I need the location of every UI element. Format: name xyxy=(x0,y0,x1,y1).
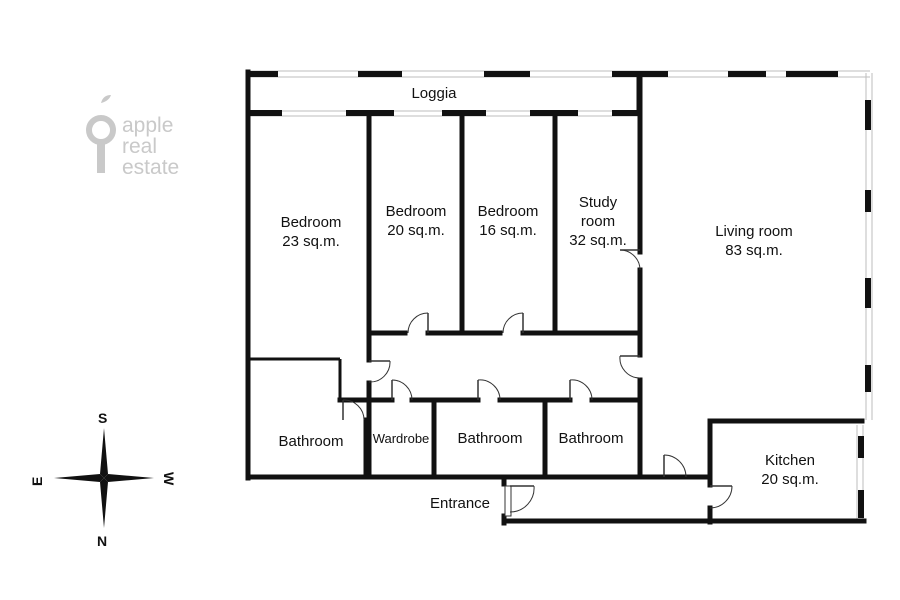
room-wardrobe-label: Wardrobe xyxy=(373,431,430,446)
room-kitchen-label: Kitchen xyxy=(765,452,815,469)
door-bedroom1 xyxy=(368,360,391,383)
door-bedroom3 xyxy=(502,312,524,334)
walls xyxy=(245,69,871,526)
room-bedroom2-label: Bedroom xyxy=(386,203,447,220)
room-study-label-1: Study xyxy=(579,194,618,211)
room-bedroom3-area: 16 sq.m. xyxy=(479,222,537,239)
logo-text-real: real xyxy=(122,135,157,158)
compass-north-label: N xyxy=(97,533,107,549)
door-bedroom2 xyxy=(407,312,429,334)
room-bathroom2-label: Bathroom xyxy=(457,430,522,447)
compass-east-label: E xyxy=(29,477,45,486)
room-bedroom1-label: Bedroom xyxy=(281,214,342,231)
compass-rose-icon: S N E W xyxy=(29,410,177,549)
compass-west-label: W xyxy=(161,472,177,486)
key-pin-icon xyxy=(86,95,116,173)
door-front-entrance xyxy=(504,485,535,517)
room-bedroom3-label: Bedroom xyxy=(478,203,539,220)
room-bedroom2-area: 20 sq.m. xyxy=(387,222,445,239)
company-logo: apple real estate xyxy=(86,95,179,179)
logo-text-apple: apple xyxy=(122,114,173,137)
door-study xyxy=(619,249,641,271)
room-loggia-label: Loggia xyxy=(411,85,457,102)
room-living-label: Living room xyxy=(715,223,793,240)
room-bathroom1-label: Bathroom xyxy=(278,433,343,450)
door-living-corridor xyxy=(619,355,641,379)
door-wardrobe xyxy=(391,379,413,401)
room-living-area: 83 sq.m. xyxy=(725,242,783,259)
room-kitchen-area: 20 sq.m. xyxy=(761,471,819,488)
room-study-label-2: room xyxy=(581,213,615,230)
door-bathroom1 xyxy=(342,399,365,421)
room-entrance-label: Entrance xyxy=(430,495,490,512)
compass-south-label: S xyxy=(98,410,107,426)
doors xyxy=(342,249,733,517)
door-bathroom3 xyxy=(569,379,593,401)
room-study-area: 32 sq.m. xyxy=(569,232,627,249)
door-bathroom2 xyxy=(477,379,501,401)
room-bathroom3-label: Bathroom xyxy=(558,430,623,447)
logo-text-estate: estate xyxy=(122,156,179,179)
door-living-entrance xyxy=(663,454,687,478)
door-kitchen xyxy=(709,485,733,509)
room-bedroom1-area: 23 sq.m. xyxy=(282,233,340,250)
